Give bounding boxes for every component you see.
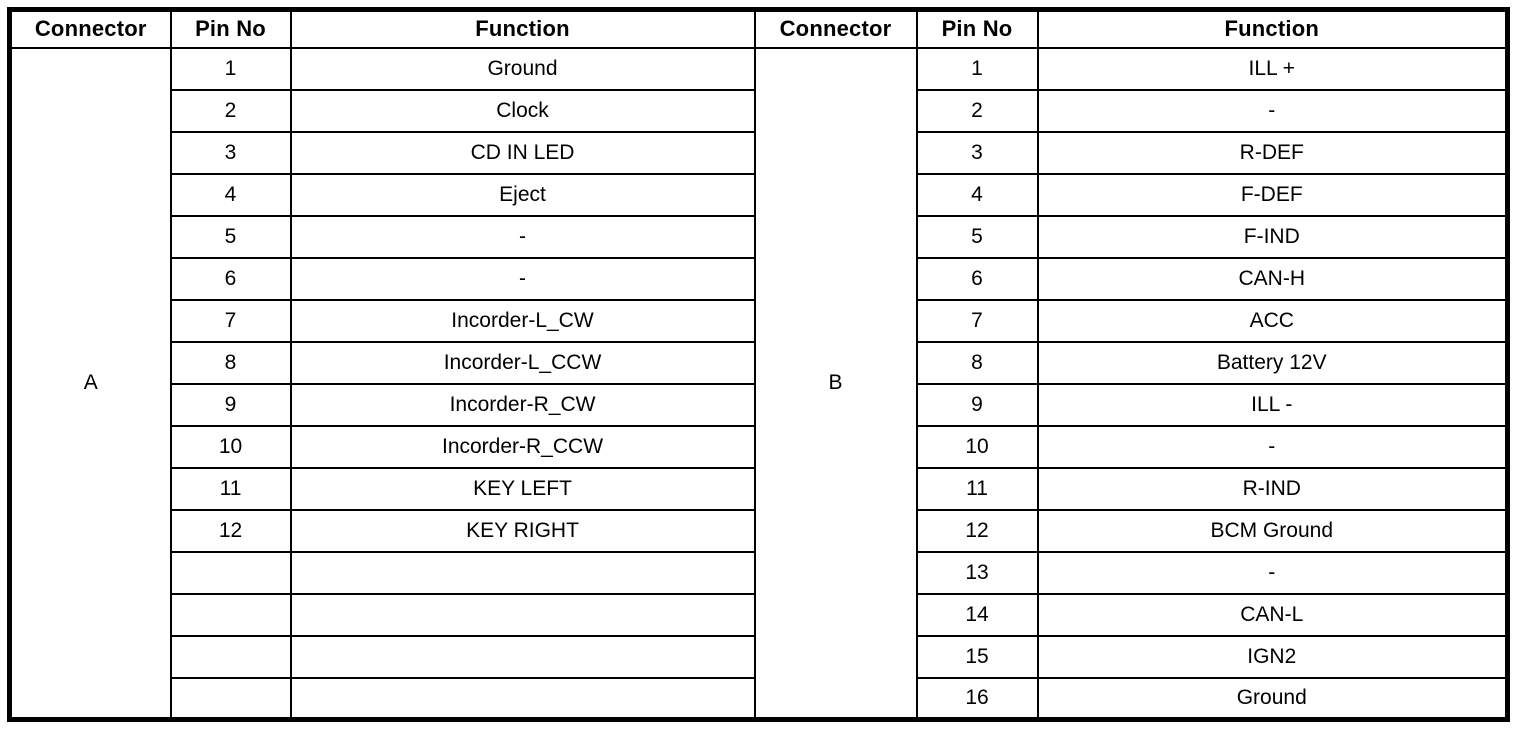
pin-cell: 3	[169, 130, 292, 175]
pin-cell: 6	[915, 256, 1039, 301]
pin-cell: 15	[915, 634, 1039, 679]
function-cell: Clock	[289, 88, 756, 133]
connector-b-cell: B	[753, 46, 918, 721]
function-cell: Incorder-R_CCW	[289, 424, 756, 469]
pin-cell	[169, 634, 292, 679]
function-cell: R-DEF	[1036, 130, 1509, 175]
function-cell: Incorder-R_CW	[289, 382, 756, 427]
function-cell: Ground	[289, 46, 756, 91]
pin-cell: 7	[169, 298, 292, 343]
function-cell: ACC	[1036, 298, 1509, 343]
pin-cell: 13	[915, 550, 1039, 595]
function-cell: CAN-H	[1036, 256, 1509, 301]
function-cell: F-IND	[1036, 214, 1509, 259]
function-cell: BCM Ground	[1036, 508, 1509, 553]
column-header-connector-a: Connector	[8, 8, 172, 49]
pin-cell	[169, 550, 292, 595]
table-row: 13-	[10, 550, 1509, 595]
column-header-pin-no-b: Pin No	[915, 8, 1039, 49]
connector-pinout-table: Connector Pin No Function Connector Pin …	[7, 7, 1510, 722]
function-cell: Incorder-L_CW	[289, 298, 756, 343]
pin-cell: 12	[915, 508, 1039, 553]
connector-a-cell: A	[8, 46, 172, 721]
pin-cell: 10	[169, 424, 292, 469]
pin-cell: 10	[915, 424, 1039, 469]
pin-cell: 16	[915, 676, 1039, 721]
function-cell: ILL -	[1036, 382, 1509, 427]
pin-cell: 7	[915, 298, 1039, 343]
pin-cell: 12	[169, 508, 292, 553]
column-header-pin-no-a: Pin No	[169, 8, 292, 49]
function-cell: -	[1036, 424, 1509, 469]
pin-cell: 5	[915, 214, 1039, 259]
header-row: Connector Pin No Function Connector Pin …	[8, 8, 1509, 49]
pin-cell: 2	[169, 88, 292, 133]
pin-cell: 14	[915, 592, 1039, 637]
pin-cell: 9	[169, 382, 292, 427]
function-cell: Battery 12V	[1036, 340, 1509, 385]
pin-cell: 5	[169, 214, 292, 259]
function-cell	[289, 550, 756, 595]
function-cell: KEY LEFT	[289, 466, 756, 511]
column-header-function-b: Function	[1036, 8, 1509, 49]
pin-cell: 4	[915, 172, 1039, 217]
pin-cell: 4	[169, 172, 292, 217]
function-cell: IGN2	[1036, 634, 1509, 679]
pin-cell: 3	[915, 130, 1039, 175]
column-header-function-a: Function	[289, 8, 756, 49]
function-cell	[289, 634, 756, 679]
function-cell: -	[289, 256, 756, 301]
pin-cell: 8	[915, 340, 1039, 385]
pin-cell: 11	[169, 466, 292, 511]
function-cell: -	[289, 214, 756, 259]
column-header-connector-b: Connector	[753, 8, 918, 49]
function-cell: R-IND	[1036, 466, 1509, 511]
pin-cell	[169, 592, 292, 637]
function-cell	[289, 592, 756, 637]
function-cell: ILL +	[1036, 46, 1509, 91]
function-cell: CAN-L	[1036, 592, 1509, 637]
pin-cell: 6	[169, 256, 292, 301]
function-cell: F-DEF	[1036, 172, 1509, 217]
function-cell: Incorder-L_CCW	[289, 340, 756, 385]
function-cell: Ground	[1036, 676, 1509, 721]
function-cell: KEY RIGHT	[289, 508, 756, 553]
function-cell: CD IN LED	[289, 130, 756, 175]
pin-cell: 1	[915, 46, 1039, 91]
pin-cell: 9	[915, 382, 1039, 427]
pin-cell: 11	[915, 466, 1039, 511]
function-cell: Eject	[289, 172, 756, 217]
pin-cell: 1	[169, 46, 292, 91]
function-cell	[289, 676, 756, 721]
pin-cell	[169, 676, 292, 721]
function-cell: -	[1036, 550, 1509, 595]
function-cell: -	[1036, 88, 1509, 133]
pin-cell: 8	[169, 340, 292, 385]
pin-cell: 2	[915, 88, 1039, 133]
